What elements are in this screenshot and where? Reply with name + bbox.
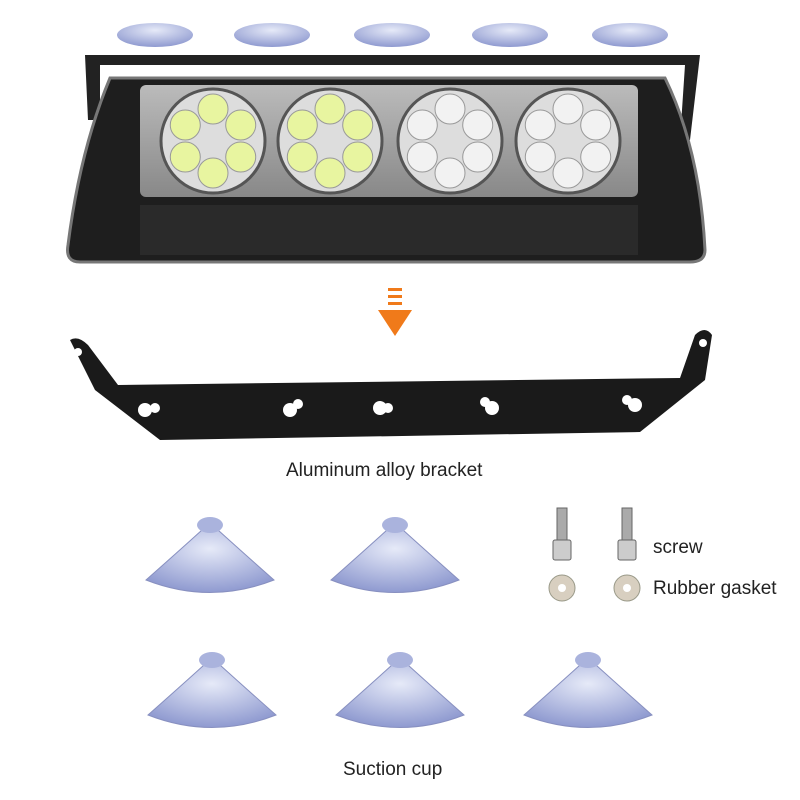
suction-cup [523, 652, 653, 728]
screw-label: screw [653, 537, 703, 558]
bracket-label: Aluminum alloy bracket [286, 460, 483, 481]
screws [552, 507, 637, 561]
suction-cup [330, 517, 460, 593]
rubber-gaskets [548, 574, 641, 602]
light-bar-suction-cups [117, 23, 668, 47]
led-module [159, 87, 267, 195]
led-module [276, 87, 384, 195]
suction-cup [147, 652, 277, 728]
suction-cup-label: Suction cup [343, 759, 443, 780]
strobe-light-bar [66, 76, 707, 264]
gasket-label: Rubber gasket [653, 578, 777, 599]
led-module [396, 87, 504, 195]
suction-cups [145, 517, 653, 728]
aluminum-bracket [70, 330, 712, 440]
led-module [514, 87, 622, 195]
suction-cup [335, 652, 465, 728]
suction-cup [145, 517, 275, 593]
arrow-down-icon [378, 288, 412, 336]
